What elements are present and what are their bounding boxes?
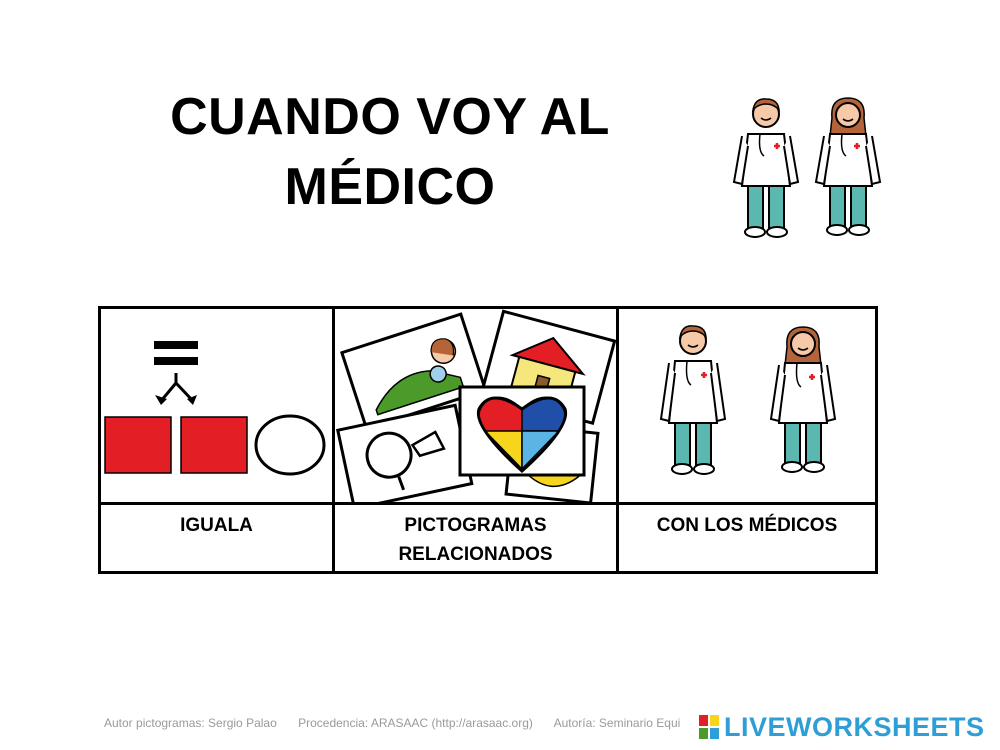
label-line-2: RELACIONADOS [398, 544, 553, 565]
pictogram-table: IGUALA PICTOGRAMAS RELACIONADOS CON LOS … [98, 306, 878, 574]
label-line-1: PICTOGRAMAS [404, 515, 547, 536]
female-doctor-icon [769, 326, 837, 473]
doctors-illustration [726, 96, 891, 241]
related-pictograms-cell [335, 309, 619, 505]
mother-baby-card-icon [339, 312, 488, 431]
related-pictograms-icon [335, 309, 616, 502]
label-line-1: IGUALA [180, 515, 253, 536]
iguala-label: IGUALA [101, 505, 335, 571]
credits-footer: Autor pictogramas: Sergio Palao Proceden… [104, 716, 704, 730]
liveworksheets-wordmark: LIVEWORKSHEETS [724, 711, 985, 742]
title-line-1: CUANDO VOY AL [170, 88, 610, 146]
female-doctor-icon [814, 97, 882, 236]
puzzle-heart-icon [458, 385, 586, 477]
liveworksheets-logo[interactable]: LIVEWORKSHEETS [698, 712, 985, 742]
male-doctor-icon [659, 325, 727, 475]
doctors-icon [732, 97, 882, 238]
doctors-icon [659, 325, 837, 475]
related-pictograms-label: PICTOGRAMAS RELACIONADOS [335, 505, 619, 571]
iguala-pictogram-cell [101, 309, 335, 505]
doctors-pictogram-cell [619, 309, 875, 505]
male-doctor-icon [732, 98, 800, 238]
with-doctors-label: CON LOS MÉDICOS [619, 505, 875, 571]
head-card-icon [335, 403, 474, 502]
footer-source: Procedencia: ARASAAC (http://arasaac.org… [298, 716, 533, 730]
label-line-1: CON LOS MÉDICOS [656, 515, 838, 536]
liveworksheets-mark-icon [699, 715, 719, 739]
equals-match-icon [104, 341, 326, 476]
page-title: CUANDO VOY AL MÉDICO [140, 82, 640, 222]
footer-author: Autor pictogramas: Sergio Palao [104, 716, 277, 730]
footer-authorship: Autoría: Seminario Equi [553, 716, 681, 730]
title-line-2: MÉDICO [284, 158, 496, 216]
